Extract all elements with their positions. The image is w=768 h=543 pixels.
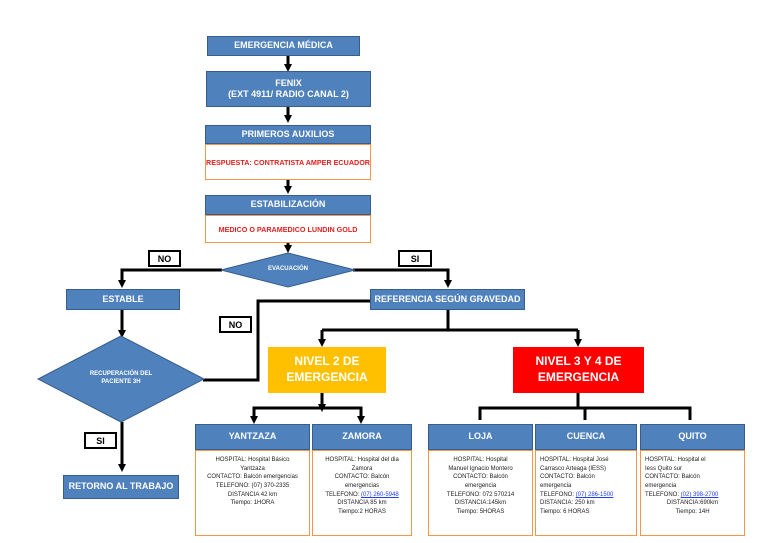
zamora-line: emergencias <box>344 483 380 490</box>
node-fenix: FENIX (EXT 4911/ RADIO CANAL 2) <box>206 71 371 107</box>
line-nivel2-yantzaza <box>250 406 322 424</box>
cuenca-line: HOSPITAL: Hospital José <box>540 457 609 463</box>
quito-phone-prefix: TELEFONO: <box>645 491 681 498</box>
loja-line: DISTANCIA:145km <box>454 500 507 507</box>
node-estabilizacion-label: ESTABILIZACIÓN <box>250 199 326 210</box>
zamora-phone-prefix: TELEFONO: <box>325 491 361 498</box>
line-recuperacion-referencia-no <box>203 299 370 382</box>
yantzaza-line: Tiempo: 1HORA <box>230 500 275 507</box>
cuenca-phone-prefix: TELEFONO: <box>540 491 576 498</box>
hospital-zamora-title: ZAMORA <box>342 431 382 442</box>
zamora-line: Zamora <box>351 465 373 472</box>
cuenca-line: Tiempo: 6 HORAS <box>540 509 590 516</box>
hospital-cuenca-header: CUENCA <box>535 424 637 450</box>
cuenca-phone-line: TELEFONO: (07) 286-1500 <box>540 491 632 500</box>
quito-phone-link[interactable]: (02) 398-2700 <box>680 491 719 498</box>
quito-phone-line: TELEFONO: (02) 398-2700 <box>645 491 740 500</box>
node-medico-label: MEDICO O PARAMEDICO LUNDIN GOLD <box>218 224 358 234</box>
loja-line: Tiempo: 5HORAS <box>456 509 505 516</box>
line-evacuacion-estable <box>118 268 222 288</box>
yantzaza-line: HOSPITAL: Hospital Básico <box>215 457 290 463</box>
node-fenix-line2: (EXT 4911/ RADIO CANAL 2) <box>228 89 349 99</box>
recuperacion-line2: PACIENTE 3H <box>101 379 141 385</box>
hospital-yantzaza-title: YANTZAZA <box>228 431 277 442</box>
yantzaza-line: CONTACTO: Balcón emergencias <box>207 474 298 481</box>
zamora-phone-line: TELEFONO: (07) 260-5948 <box>317 491 407 500</box>
cuenca-line: Carrasco Arteaga (IESS) <box>540 465 607 472</box>
evacuacion-label: EVACUACIÓN <box>268 266 308 273</box>
hospital-zamora-info: HOSPITAL: Hospital del dia Zamora CONTAC… <box>312 450 412 536</box>
nivel2-line1: NIVEL 2 DE <box>294 354 360 369</box>
cuenca-phone-link[interactable]: (07) 286-1500 <box>575 491 614 498</box>
node-primeros-auxilios-label: PRIMEROS AUXILIOS <box>241 128 335 139</box>
hospital-quito-info: HOSPITAL: Hospital el Iess Quito sur CON… <box>640 450 745 536</box>
hospital-loja-title: LOJA <box>468 431 493 442</box>
node-medico-box: MEDICO O PARAMEDICO LUNDIN GOLD <box>205 215 371 243</box>
hospital-yantzaza-header: YANTZAZA <box>195 424 310 450</box>
node-emergencia-medica: EMERGENCIA MÉDICA <box>207 36 360 56</box>
cuenca-line: emergencia <box>540 483 572 490</box>
tag-no-mid: NO <box>219 316 252 333</box>
zamora-line: CONTACTO: Balcón <box>334 474 390 481</box>
hospital-quito-header: QUITO <box>640 424 745 450</box>
cuenca-line: CONTACTO: Balcón <box>540 474 595 481</box>
hospital-quito-title: QUITO <box>678 431 707 442</box>
cuenca-line: DISTANCIA: 250 km <box>540 500 595 507</box>
hospital-zamora-header: ZAMORA <box>312 424 412 450</box>
tag-si-bottom: SI <box>84 432 117 449</box>
node-primeros-auxilios: PRIMEROS AUXILIOS <box>205 125 371 144</box>
nivel2-line2: EMERGENCIA <box>286 370 368 384</box>
hospital-cuenca-title: CUENCA <box>566 431 606 442</box>
tag-no-left: NO <box>148 250 181 267</box>
quito-line: Iess Quito sur <box>645 465 683 472</box>
loja-line: emergencia <box>464 483 497 490</box>
node-estabilizacion: ESTABILIZACIÓN <box>205 195 371 215</box>
hospital-cuenca-info: HOSPITAL: Hospital José Carrasco Arteaga… <box>535 450 637 536</box>
loja-line: TELEFONO: 072 570214 <box>446 491 515 498</box>
zamora-phone-link[interactable]: (07) 260-5948 <box>360 491 399 498</box>
zamora-line: DISTANCIA 85 km <box>337 500 387 507</box>
evacuacion-decision-shape <box>220 252 356 288</box>
line-evacuacion-referencia <box>353 268 452 288</box>
loja-line: HOSPITAL: Hospital <box>453 457 508 463</box>
node-nivel-3-4: NIVEL 3 Y 4 DE EMERGENCIA <box>513 347 644 393</box>
quito-line: DISTANCIA:690km <box>666 500 719 507</box>
hospital-loja-info: HOSPITAL: Hospital Manuel Ignacio Monter… <box>428 450 533 536</box>
loja-line: CONTACTO: Balcón <box>453 474 508 481</box>
quito-line: emergencia <box>645 483 677 490</box>
recuperacion-label: RECUPERACIÓN DEL PACIENTE 3H <box>71 364 171 394</box>
node-respuesta-box: RESPUESTA: CONTRATISTA AMPER ECUADOR <box>205 144 371 180</box>
node-retorno-trabajo-label: RETORNO AL TRABAJO <box>68 481 174 492</box>
node-fenix-line1: FENIX <box>275 77 302 88</box>
nivel34-line1: NIVEL 3 Y 4 DE <box>535 354 622 369</box>
node-estable: ESTABLE <box>66 289 180 310</box>
quito-line: Tiempo: 14H <box>675 509 710 516</box>
loja-line: Manuel Ignacio Montero <box>448 465 513 472</box>
yantzaza-line: TELEFONO: (07) 370-2335 <box>215 483 290 490</box>
hospital-loja-header: LOJA <box>428 424 533 450</box>
nivel34-line2: EMERGENCIA <box>537 370 620 384</box>
line-nivel2-zamora <box>322 406 365 424</box>
node-estable-label: ESTABLE <box>102 293 144 304</box>
recuperacion-decision-shape <box>36 335 206 423</box>
zamora-line: Tiempo:2 HORAS <box>338 509 386 516</box>
node-retorno-trabajo: RETORNO AL TRABAJO <box>63 475 179 499</box>
yantzaza-line: DISTANCIA 42 km <box>227 491 278 498</box>
node-respuesta-label: RESPUESTA: CONTRATISTA AMPER ECUADOR <box>206 157 370 167</box>
quito-line: CONTACTO: Balcón <box>645 474 700 481</box>
node-nivel-2: NIVEL 2 DE EMERGENCIA <box>268 347 386 393</box>
recuperacion-line1: RECUPERACIÓN DEL <box>89 371 153 378</box>
tag-si-right: SI <box>398 250 432 267</box>
node-referencia-label: REFERENCIA SEGÚN GRAVEDAD <box>374 293 521 304</box>
zamora-line: HOSPITAL: Hospital del dia <box>325 457 399 463</box>
node-emergencia-medica-label: EMERGENCIA MÉDICA <box>234 40 333 51</box>
quito-line: HOSPITAL: Hospital el <box>645 457 706 463</box>
hospital-yantzaza-info: HOSPITAL: Hospital Básico Yantzaza CONTA… <box>195 450 310 536</box>
node-referencia: REFERENCIA SEGÚN GRAVEDAD <box>370 289 525 310</box>
yantzaza-line: Yantzaza <box>240 465 265 472</box>
